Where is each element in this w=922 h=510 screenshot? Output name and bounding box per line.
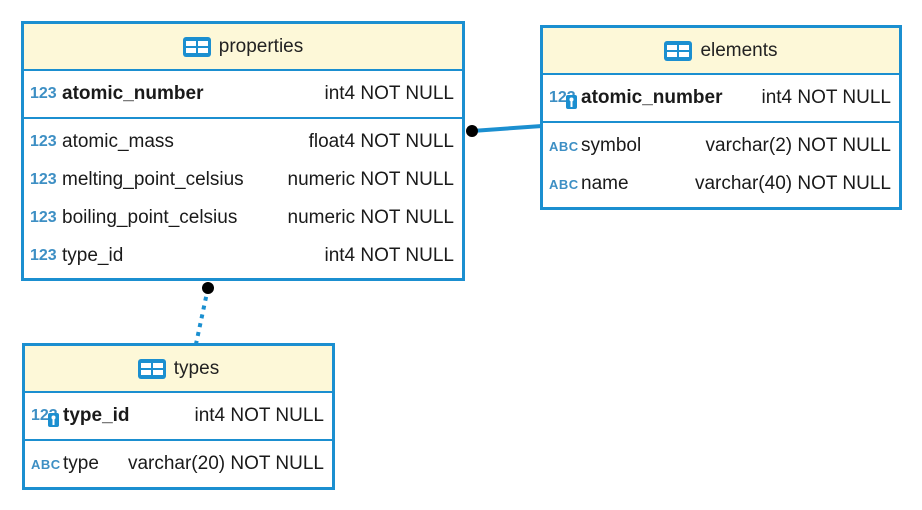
entity-title: types xyxy=(173,357,220,379)
entity-header[interactable]: properties xyxy=(24,24,462,71)
entity-title: properties xyxy=(218,35,304,57)
column-type: int4 NOT NULL xyxy=(761,87,891,108)
numeric-key-icon: 123 xyxy=(549,89,581,109)
column-type: float4 NOT NULL xyxy=(308,131,454,152)
column-row[interactable]: 123 melting_point_celsius numeric NOT NULL xyxy=(24,161,462,199)
relationship-properties-elements[interactable] xyxy=(471,124,543,133)
primary-key-row[interactable]: 123 atomic_number int4 NOT NULL xyxy=(24,75,462,113)
text-icon: ABC xyxy=(549,176,579,192)
relationship-properties-types[interactable] xyxy=(194,287,210,345)
column-type: int4 NOT NULL xyxy=(324,83,454,104)
column-name: symbol xyxy=(581,135,642,156)
column-name: boiling_point_celsius xyxy=(62,207,238,228)
numeric-icon: 123 xyxy=(30,247,57,264)
table-icon xyxy=(182,36,211,57)
relationship-end-dot-icon xyxy=(202,282,214,294)
entity-title: elements xyxy=(700,39,778,61)
column-type: int4 NOT NULL xyxy=(324,245,454,266)
column-name: atomic_number xyxy=(581,87,723,108)
relationship-end-dot-icon xyxy=(466,125,478,137)
table-icon xyxy=(137,358,166,379)
column-type: varchar(2) NOT NULL xyxy=(705,135,891,156)
column-name: atomic_number xyxy=(62,83,204,104)
numeric-icon: 123 xyxy=(30,85,57,102)
column-row[interactable]: 123 atomic_mass float4 NOT NULL xyxy=(24,123,462,161)
column-name: type xyxy=(63,453,99,474)
column-row[interactable]: 123 type_id int4 NOT NULL xyxy=(24,237,462,275)
key-icon xyxy=(566,95,577,114)
column-name: type_id xyxy=(62,245,124,266)
column-type: varchar(20) NOT NULL xyxy=(127,453,324,474)
primary-key-section: 123 atomic_number int4 NOT NULL xyxy=(24,71,462,119)
numeric-icon: 123 xyxy=(30,209,57,226)
column-row[interactable]: 123 boiling_point_celsius numeric NOT NULL xyxy=(24,199,462,237)
text-icon: ABC xyxy=(549,138,579,154)
column-name: atomic_mass xyxy=(62,131,174,152)
column-type: numeric NOT NULL xyxy=(287,207,454,228)
table-icon xyxy=(664,40,693,61)
column-type: int4 NOT NULL xyxy=(194,405,324,426)
column-name: type_id xyxy=(63,405,130,426)
column-type: varchar(40) NOT NULL xyxy=(694,173,891,194)
column-type: numeric NOT NULL xyxy=(287,169,454,190)
numeric-icon: 123 xyxy=(30,171,57,188)
column-section: 123 atomic_mass float4 NOT NULL 123 melting_… xyxy=(24,119,462,279)
entity-properties[interactable]: properties 123 atomic_number int4 NOT NULL… xyxy=(21,21,465,281)
entity-header[interactable]: elements xyxy=(543,28,899,75)
column-name: melting_point_celsius xyxy=(62,169,244,190)
text-icon: ABC xyxy=(31,456,61,472)
numeric-key-icon: 123 xyxy=(31,407,63,427)
numeric-icon: 123 xyxy=(30,133,57,150)
column-name: name xyxy=(581,173,629,194)
entity-header[interactable]: types xyxy=(25,346,332,393)
key-icon xyxy=(48,413,59,432)
